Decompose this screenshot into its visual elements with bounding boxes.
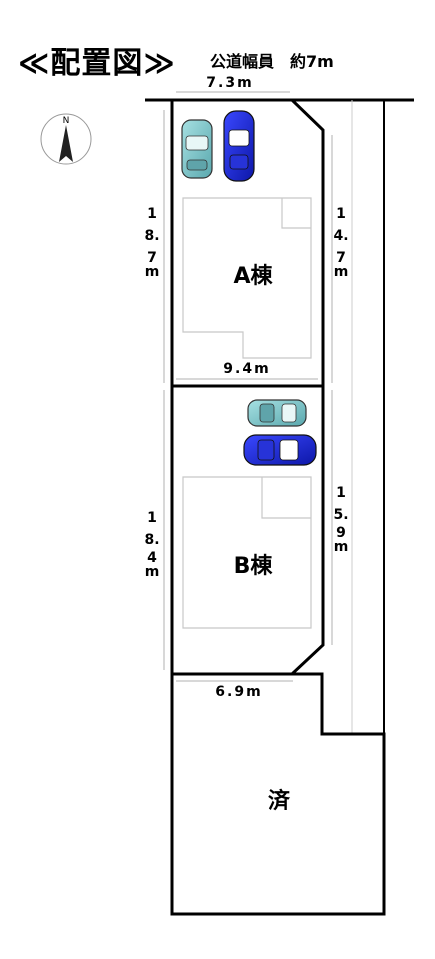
b-right-depth-1: 1 xyxy=(336,485,346,501)
building-b xyxy=(182,476,312,629)
lot-c xyxy=(170,672,386,916)
lot-c-label: 済 xyxy=(268,788,291,814)
lot-a-label: A棟 xyxy=(233,263,273,289)
b-bottom-width-label: 6.9m xyxy=(215,684,262,700)
lot-b-label: B棟 xyxy=(234,553,274,579)
a-left-depth-3: 7 xyxy=(147,250,157,266)
road-width-label: 公道幅員 約7m xyxy=(210,52,334,71)
a-left-depth-2: 8. xyxy=(144,228,159,244)
car-icon xyxy=(223,110,255,182)
lot-a xyxy=(170,98,325,388)
plan-title: ≪配置図≫ xyxy=(18,46,176,81)
a-left-depth-1: 1 xyxy=(147,206,157,222)
car-icon xyxy=(247,399,307,427)
compass-north-label: N xyxy=(63,116,70,126)
building-b-annex xyxy=(261,477,311,519)
building-a-annex xyxy=(281,198,311,229)
a-left-depth-4: m xyxy=(145,264,160,280)
compass-icon: N xyxy=(40,113,92,165)
building-a xyxy=(182,197,312,359)
b-right-depth-3: 9 xyxy=(336,525,346,541)
top-width-label: 7.3m xyxy=(206,75,253,91)
b-right-depth-2: 5. xyxy=(333,507,348,523)
a-right-depth-3: 7 xyxy=(336,250,346,266)
b-left-depth-3: 4 xyxy=(147,550,157,566)
a-right-depth-2: 4. xyxy=(333,228,348,244)
a-right-depth-4: m xyxy=(334,264,349,280)
b-left-depth-2: 8. xyxy=(144,532,159,548)
car-icon xyxy=(181,119,213,179)
car-icon xyxy=(243,434,317,466)
b-right-depth-4: m xyxy=(334,539,349,555)
a-bottom-width-label: 9.4m xyxy=(223,361,270,377)
a-right-depth-1: 1 xyxy=(336,206,346,222)
b-left-depth-1: 1 xyxy=(147,510,157,526)
b-left-depth-4: m xyxy=(145,564,160,580)
lot-b xyxy=(170,384,325,676)
